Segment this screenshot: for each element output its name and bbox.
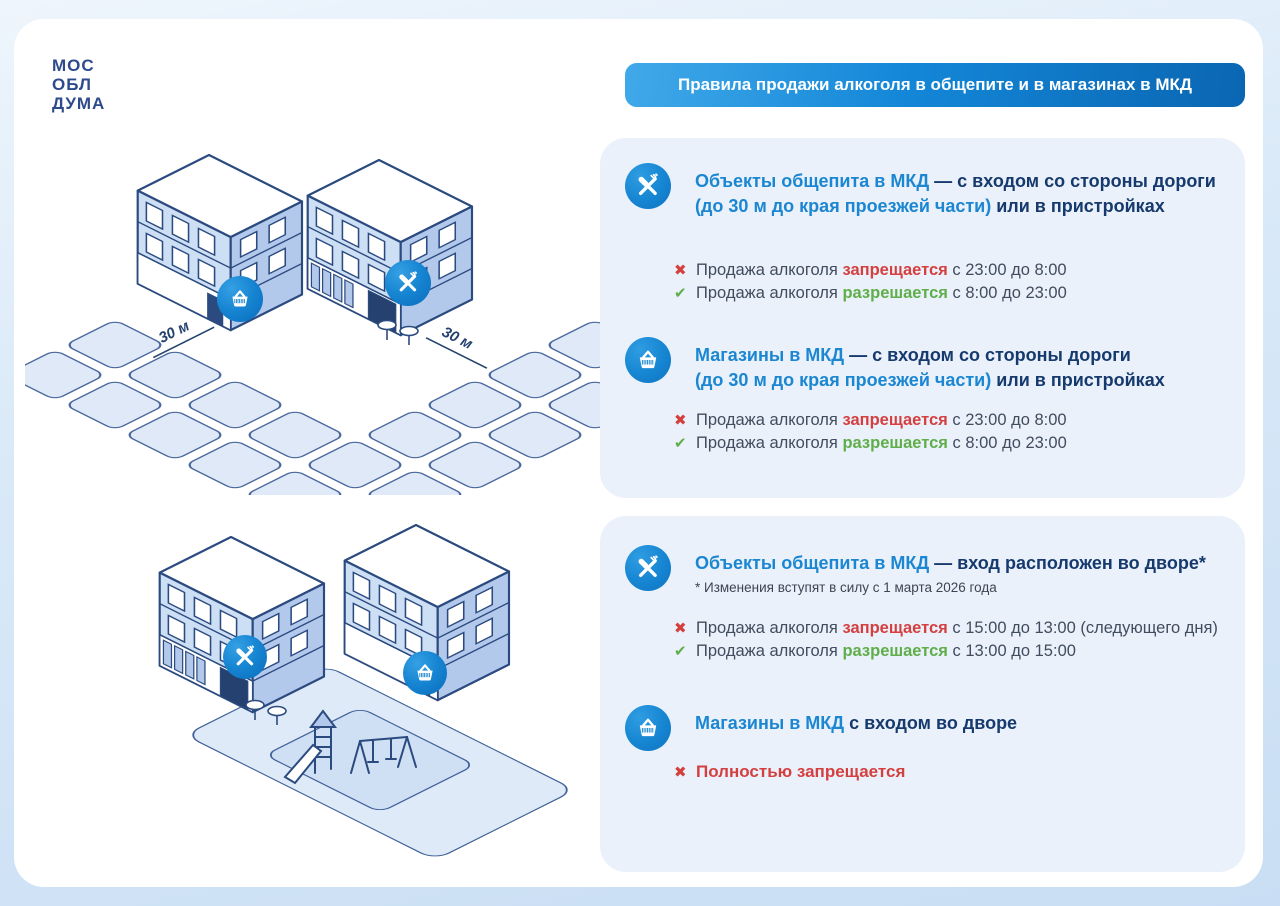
cafe-tables [245, 699, 287, 725]
illustration-courtyard-buildings [158, 523, 568, 857]
block-catering-courtyard: Объекты общепита в МКД — вход расположен… [600, 545, 1245, 663]
restaurant-icon [635, 555, 661, 581]
footnote: * Изменения вступят в силу с 1 марта 202… [695, 580, 997, 595]
slide-canopy [309, 709, 337, 728]
cross-icon: ✖ [674, 764, 687, 781]
basket-badge-courtyard [403, 651, 447, 695]
check-icon: ✔ [674, 435, 687, 452]
block-heading-line1: Объекты общепита в МКД — вход расположен… [695, 553, 1206, 573]
restaurant-badge-street [385, 260, 431, 306]
building-cafe-courtyard [158, 535, 326, 725]
distance-label-right: 30 м [425, 323, 488, 369]
page-title: Правила продажи алкоголя в общепите и в … [677, 75, 1192, 94]
basket-icon [635, 715, 661, 741]
playground [283, 709, 417, 785]
restaurant-badge [625, 545, 671, 591]
cross-icon: ✖ [674, 412, 687, 429]
logo-line-3: ДУМА [52, 94, 106, 113]
title-banner: Правила продажи алкоголя в общепите и в … [625, 63, 1245, 107]
check-icon: ✔ [674, 285, 687, 302]
basket-icon [635, 347, 661, 373]
cross-icon: ✖ [674, 262, 687, 279]
building-cafe-street [306, 158, 474, 345]
check-icon: ✔ [674, 643, 687, 660]
rule-allowed: ✔Продажа алкоголя разрешается с 8:00 до … [674, 282, 1245, 305]
panel-street-entrance: Объекты общепита в МКД — с входом со сто… [600, 138, 1245, 498]
rule-forbidden: ✖Продажа алкоголя запрещается с 23:00 до… [674, 409, 1245, 432]
rule-allowed: ✔Продажа алкоголя разрешается с 13:00 до… [674, 640, 1245, 663]
block-heading-line1: Объекты общепита в МКД — с входом со сто… [695, 171, 1216, 191]
distance-text-left: 30 м [156, 317, 192, 346]
block-heading-line1: Магазины в МКД с входом во дворе [695, 713, 1018, 733]
mosobl-duma-logo: МОС ОБЛ ДУМА [52, 56, 105, 113]
block-shops-street: Магазины в МКД — с входом со стороны дор… [600, 337, 1245, 455]
panel-courtyard-entrance: Объекты общепита в МКД — вход расположен… [600, 516, 1245, 872]
road-tiles [25, 321, 600, 495]
block-catering-street: Объекты общепита в МКД — с входом со сто… [600, 163, 1245, 305]
cafe-tables [377, 319, 419, 345]
illustration-street-buildings: 30 м 30 м [25, 153, 600, 495]
distance-text-right: 30 м [439, 323, 475, 352]
logo-line-2: ОБЛ [52, 75, 92, 94]
rule-forbidden: ✖Продажа алкоголя запрещается с 23:00 до… [674, 259, 1245, 282]
logo-line-1: МОС [52, 56, 95, 75]
block-heading-line2: (до 30 м до края проезжей части) или в п… [695, 370, 1165, 390]
rule-allowed: ✔Продажа алкоголя разрешается с 8:00 до … [674, 432, 1245, 455]
basket-badge [625, 337, 671, 383]
basket-badge [625, 705, 671, 751]
restaurant-icon [635, 173, 661, 199]
rule-forbidden: ✖Продажа алкоголя запрещается с 15:00 до… [674, 617, 1245, 640]
cross-icon: ✖ [674, 620, 687, 637]
restaurant-badge [625, 163, 671, 209]
basket-badge-street [217, 276, 263, 322]
block-heading-line1: Магазины в МКД — с входом со стороны дор… [695, 345, 1131, 365]
block-shops-courtyard: Магазины в МКД с входом во дворе ✖Полнос… [600, 705, 1245, 784]
rule-total-ban: ✖Полностью запрещается [674, 760, 1245, 784]
slide-ramp [283, 743, 323, 785]
restaurant-badge-courtyard [223, 635, 267, 679]
block-heading-line2: (до 30 м до края проезжей части) или в п… [695, 196, 1165, 216]
